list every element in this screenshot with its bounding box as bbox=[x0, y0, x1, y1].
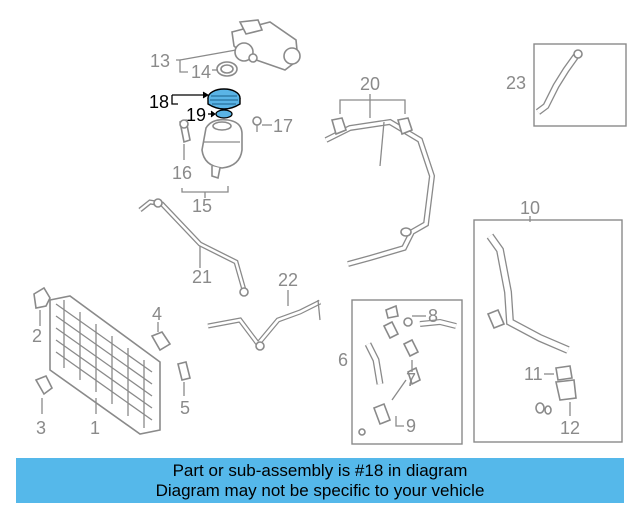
radiator-1 bbox=[49, 295, 161, 435]
pipe-22 bbox=[207, 299, 322, 351]
level-sensor-16 bbox=[179, 118, 191, 144]
label-13: 13 bbox=[150, 51, 170, 71]
label-4: 4 bbox=[152, 304, 162, 324]
fitting-11 bbox=[535, 365, 577, 415]
label-2: 2 bbox=[32, 326, 42, 346]
label-9: 9 bbox=[406, 416, 416, 436]
label-14: 14 bbox=[191, 62, 211, 82]
banner-line-1: Part or sub-assembly is #18 in diagram bbox=[172, 461, 468, 480]
label-21: 21 bbox=[192, 267, 212, 287]
hose-21 bbox=[138, 198, 249, 297]
expansion-reservoir bbox=[201, 118, 243, 180]
label-3: 3 bbox=[36, 418, 46, 438]
gasket-14 bbox=[216, 61, 238, 77]
bracket-2 bbox=[33, 286, 51, 309]
label-8: 8 bbox=[428, 306, 438, 326]
info-banner: Part or sub-assembly is #18 in diagram D… bbox=[16, 458, 624, 503]
label-12: 12 bbox=[560, 418, 580, 438]
label-17: 17 bbox=[273, 116, 293, 136]
label-23: 23 bbox=[506, 73, 526, 93]
parts-diagram: 13 14 18 19 17 16 15 bbox=[32, 19, 627, 445]
label-6: 6 bbox=[338, 350, 348, 370]
bracket-3 bbox=[34, 374, 54, 396]
label-1: 1 bbox=[90, 418, 100, 438]
hose-23 bbox=[533, 43, 627, 127]
label-19: 19 bbox=[186, 105, 206, 125]
label-11: 11 bbox=[524, 364, 543, 384]
hose-10 bbox=[486, 233, 570, 354]
bolt-17 bbox=[252, 116, 262, 132]
label-15: 15 bbox=[192, 196, 212, 216]
thermostat-housing bbox=[231, 19, 301, 71]
label-18: 18 bbox=[149, 92, 169, 112]
hoses-7 bbox=[358, 304, 457, 436]
label-10: 10 bbox=[520, 198, 540, 218]
label-5: 5 bbox=[180, 398, 190, 418]
label-7: 7 bbox=[406, 370, 416, 390]
label-16: 16 bbox=[172, 163, 192, 183]
mount-5 bbox=[177, 361, 191, 381]
group-box-6 bbox=[351, 299, 463, 445]
banner-line-2: Diagram may not be specific to your vehi… bbox=[155, 481, 485, 500]
label-22: 22 bbox=[278, 270, 298, 290]
pipe-20 bbox=[324, 117, 436, 267]
cap-seal-19 bbox=[215, 109, 233, 119]
label-20: 20 bbox=[360, 74, 380, 94]
reservoir-cap-18 bbox=[207, 88, 241, 110]
group-box-10 bbox=[473, 219, 623, 443]
mount-4 bbox=[150, 331, 172, 352]
